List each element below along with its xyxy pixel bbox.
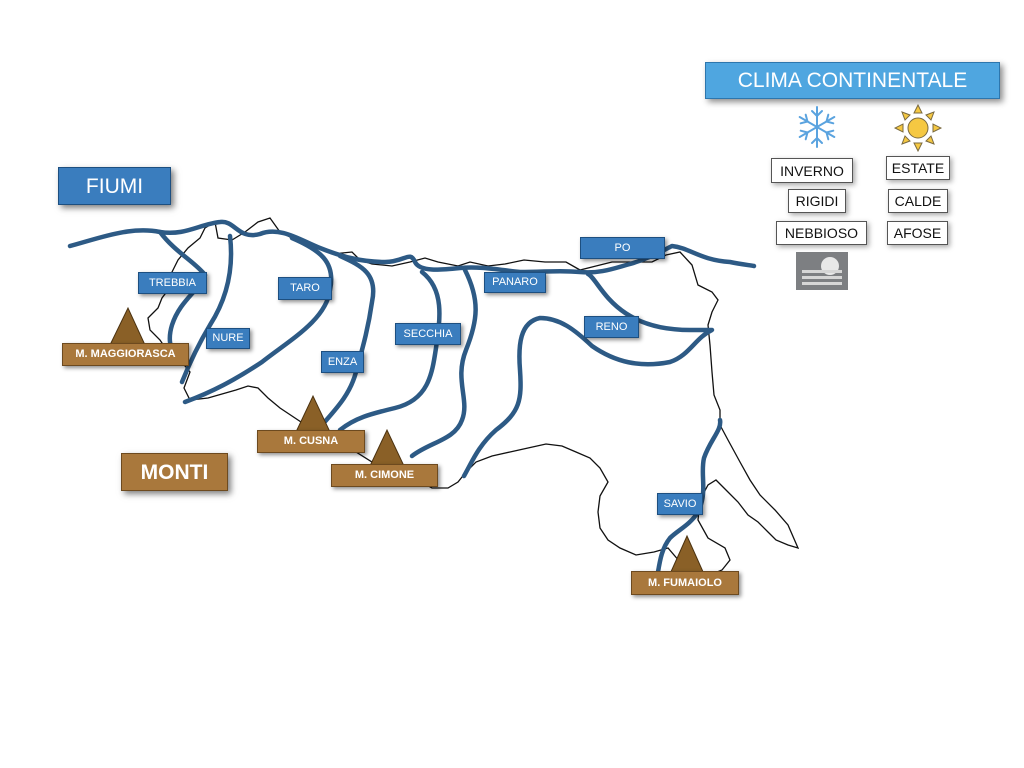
river-label-savio: SAVIO	[657, 493, 703, 515]
mountain-cimone-icon	[369, 428, 405, 467]
climate-summer-temp: CALDE	[888, 189, 948, 213]
river-label-reno: RENO	[584, 316, 639, 338]
sun-icon	[894, 104, 942, 152]
monti-title: MONTI	[121, 453, 228, 491]
mountain-label-cimone: M. CIMONE	[331, 464, 438, 487]
river-secchia-line	[337, 269, 442, 433]
river-label-po: PO	[580, 237, 665, 259]
river-label-nure: NURE	[206, 328, 250, 349]
river-label-trebbia: TREBBIA	[138, 272, 207, 294]
clima-title: CLIMA CONTINENTALE	[705, 62, 1000, 99]
mountain-label-cusna: M. CUSNA	[257, 430, 365, 453]
mountain-cusna-icon	[295, 394, 331, 433]
river-label-enza: ENZA	[321, 351, 364, 373]
climate-summer-label: ESTATE	[886, 156, 950, 180]
river-nure-line	[179, 233, 234, 385]
climate-winter-temp: RIGIDI	[788, 189, 846, 213]
region-border	[147, 217, 800, 583]
mountain-fumaiolo-icon	[669, 534, 705, 575]
mountain-label-fumaiolo: M. FUMAIOLO	[631, 571, 739, 595]
river-taro-line	[182, 235, 334, 405]
climate-winter-condition: NEBBIOSO	[776, 221, 867, 245]
river-enza-line	[319, 253, 376, 428]
climate-winter-label: INVERNO	[771, 158, 853, 183]
river-panaro-line	[409, 267, 478, 459]
river-label-panaro: PANARO	[484, 272, 546, 293]
mountain-maggiorasca-icon	[109, 306, 146, 346]
river-po-line	[67, 219, 757, 275]
fog-icon	[796, 252, 848, 290]
river-label-taro: TARO	[278, 277, 332, 300]
snowflake-icon	[798, 106, 836, 148]
fiumi-title: FIUMI	[58, 167, 171, 205]
river-label-secchia: SECCHIA	[395, 323, 461, 345]
mountain-label-maggiorasca: M. MAGGIORASCA	[62, 343, 189, 366]
river-trebbia-line	[157, 229, 208, 355]
climate-summer-condition: AFOSE	[887, 221, 948, 245]
river-reno-line	[461, 271, 715, 479]
